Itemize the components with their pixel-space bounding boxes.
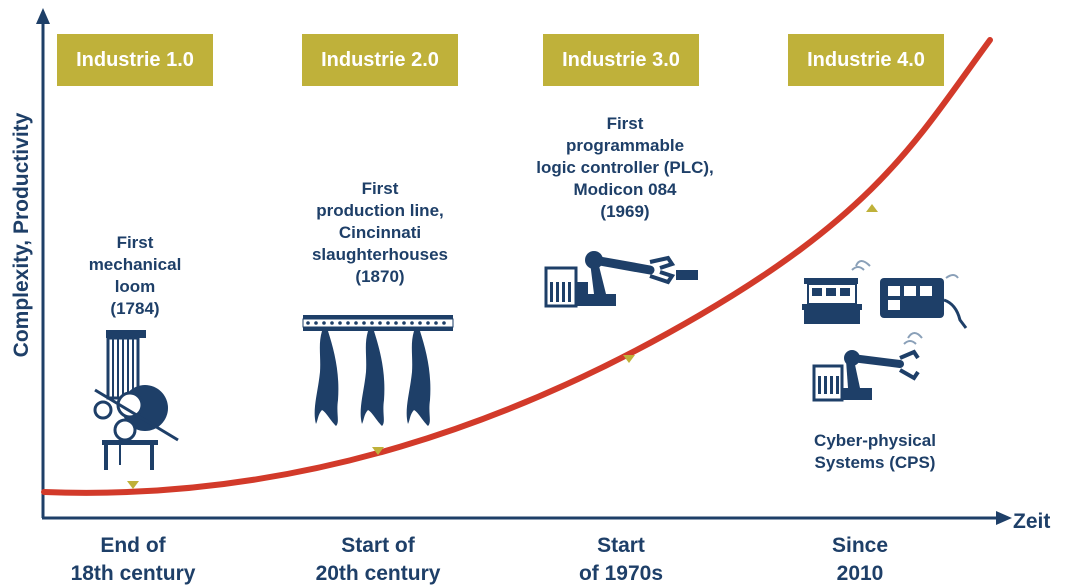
y-axis-label: Complexity, Productivity: [10, 112, 33, 358]
period-industrie-4: Since 2010: [760, 532, 960, 588]
description-line: (1784): [110, 299, 160, 318]
description-line: First: [116, 233, 154, 252]
description-line: First: [361, 179, 399, 198]
badge-industrie-2: Industrie 2.0: [302, 34, 458, 86]
stage-marker-3: [623, 355, 635, 363]
period-line: of 1970s: [578, 562, 664, 585]
description-line: mechanical: [88, 255, 182, 274]
mechanical-loom-icon: [93, 330, 179, 470]
period-industrie-2: Start of 20th century: [278, 532, 478, 588]
description-industrie-1: First mechanical loom (1784): [60, 232, 210, 320]
period-line: 2010: [836, 562, 884, 585]
cyber-physical-systems-icon: [802, 260, 968, 402]
robot-arm-icon: [544, 251, 698, 308]
period-line: End of: [100, 534, 166, 557]
badge-industrie-3: Industrie 3.0: [543, 34, 699, 86]
description-line: (1969): [600, 202, 650, 221]
description-line: Systems (CPS): [814, 453, 936, 472]
description-industrie-2: First production line, Cincinnati slaugh…: [280, 178, 480, 288]
growth-curve: [41, 37, 993, 496]
description-line: loom: [114, 277, 156, 296]
stage-marker-4: [866, 204, 878, 212]
x-axis-arrow: [996, 511, 1012, 525]
stage-marker-2: [372, 447, 384, 455]
description-line: slaughterhouses: [311, 245, 449, 264]
description-line: (1870): [355, 267, 405, 286]
description-line: Modicon 084: [573, 180, 677, 199]
description-line: programmable: [565, 136, 685, 155]
stage-marker-1: [127, 481, 139, 489]
x-axis-label: Zeit: [1013, 510, 1051, 533]
production-line-icon: [302, 315, 454, 426]
period-line: Start: [597, 534, 645, 557]
period-line: 20th century: [315, 562, 441, 585]
period-industrie-3: Start of 1970s: [521, 532, 721, 588]
description-industrie-4: Cyber-physical Systems (CPS): [785, 430, 965, 474]
period-line: 18th century: [70, 562, 196, 585]
period-line: Since: [831, 534, 889, 557]
period-industrie-1: End of 18th century: [33, 532, 233, 588]
description-line: logic controller (PLC),: [536, 158, 714, 177]
badge-industrie-1: Industrie 1.0: [57, 34, 213, 86]
description-line: production line,: [316, 201, 444, 220]
period-line: Start of: [341, 534, 415, 557]
description-line: Cyber-physical: [814, 431, 936, 450]
description-line: First: [606, 114, 644, 133]
y-axis-arrow: [36, 8, 50, 24]
badge-industrie-4: Industrie 4.0: [788, 34, 944, 86]
description-industrie-3: First programmable logic controller (PLC…: [500, 113, 750, 223]
description-line: Cincinnati: [338, 223, 422, 242]
